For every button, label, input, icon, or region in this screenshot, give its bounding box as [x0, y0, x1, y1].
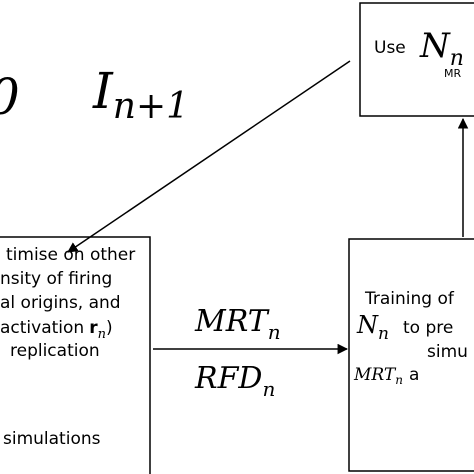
svg-text:RFDn: RFDn — [194, 361, 275, 401]
iteration-edge-char: 0 — [0, 68, 20, 126]
mr-label: MR — [444, 67, 461, 80]
activation-symbol: r — [89, 318, 98, 338]
model-subscript-top: n — [450, 46, 464, 71]
mrt-subscript-right: n — [395, 373, 403, 387]
left-line-3: al origins, and — [0, 293, 121, 313]
svg-text:Nn: Nn — [356, 311, 389, 344]
svg-text:Nn: Nn — [419, 26, 464, 71]
activation-subscript: n — [98, 327, 106, 342]
left-line-2: nsity of firing — [0, 269, 112, 289]
left-line-6: simulations — [3, 429, 101, 449]
use-label: Use — [374, 38, 406, 58]
right-line-1: Training of — [364, 289, 455, 309]
model-subscript-right: n — [378, 324, 389, 344]
model-symbol-top: N — [419, 26, 451, 66]
right-line-2: to pre — [403, 318, 453, 338]
svg-text:Use: Use — [374, 38, 406, 58]
model-symbol-right: N — [356, 311, 379, 339]
training-box — [348, 238, 474, 472]
mrt-symbol-right: MRT — [353, 365, 397, 385]
rfd-label-subscript: n — [262, 377, 275, 401]
rfd-label: RFD — [194, 361, 262, 396]
right-line-3: simu — [427, 342, 468, 362]
mrt-label-subscript: n — [268, 320, 281, 344]
iteration-subscript: n+1 — [113, 86, 189, 127]
mrt-label: MRT — [194, 304, 270, 339]
svg-text:MRTn: MRTn — [194, 304, 281, 344]
svg-text:MR: MR — [444, 67, 461, 80]
left-line-1: timise on other — [6, 245, 135, 265]
right-line-4-suffix: a — [409, 365, 419, 385]
svg-text:In+1: In+1 — [92, 62, 189, 127]
activation-close: ) — [106, 318, 113, 338]
optimisation-box — [0, 236, 151, 474]
left-line-5: replication — [10, 341, 100, 361]
iteration-symbol: I — [92, 62, 114, 120]
use-model-box — [359, 2, 474, 117]
feedback-arrow — [67, 60, 351, 253]
left-line-4: activation — [0, 318, 84, 338]
